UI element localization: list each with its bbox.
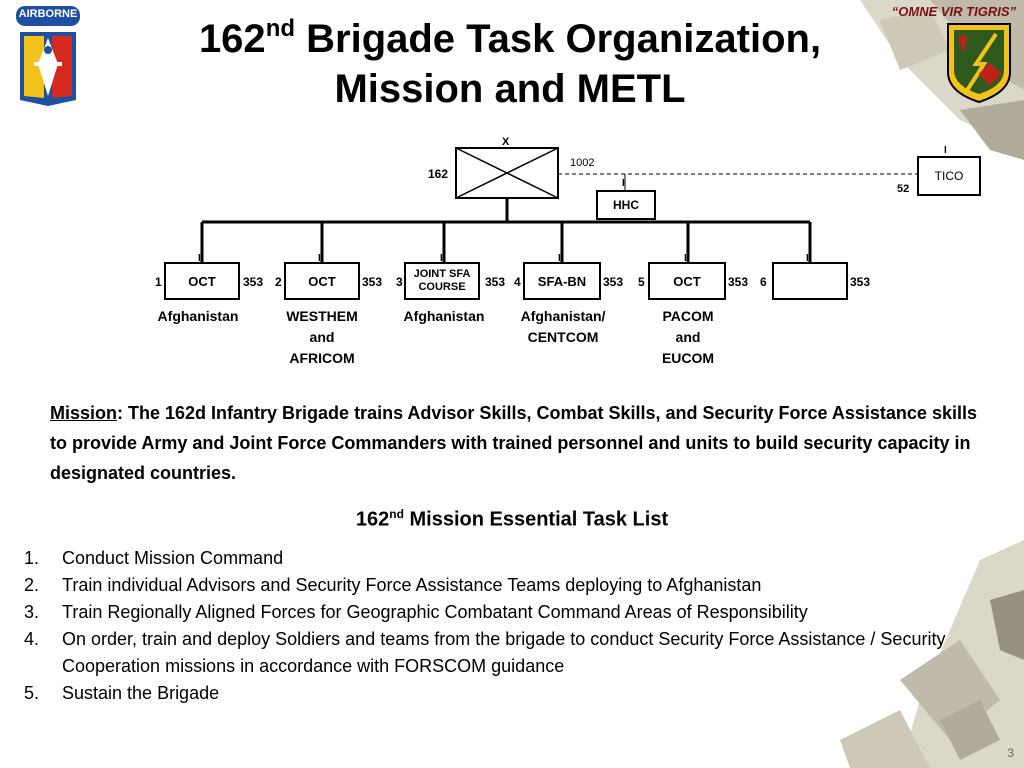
hq-number: 162 bbox=[428, 167, 449, 181]
bn-code: 353 bbox=[603, 275, 624, 289]
org-chart-lines bbox=[200, 147, 918, 291]
bn-box-empty bbox=[772, 262, 848, 300]
mission-statement: Mission: The 162d Infantry Brigade train… bbox=[50, 398, 990, 488]
airborne-patch-icon bbox=[16, 6, 80, 106]
page-number: 3 bbox=[1007, 746, 1014, 760]
list-item: 5.Sustain the Brigade bbox=[24, 683, 220, 703]
page-title: 162nd Brigade Task Organization, Mission… bbox=[198, 14, 822, 111]
bn-code: 353 bbox=[728, 275, 749, 289]
bn-code: 353 bbox=[362, 275, 383, 289]
bn-index: 2 bbox=[275, 275, 282, 289]
bn-box-joint-sfa-course: JOINT SFA COURSE bbox=[404, 262, 480, 300]
attached-label: 1002 bbox=[570, 157, 595, 169]
hq-echelon: X bbox=[502, 136, 510, 148]
bn-box-sfa-bn: SFA-BN bbox=[523, 262, 601, 300]
metl-task-list: 1.Conduct Mission Command 2.Train indivi… bbox=[24, 545, 1024, 707]
bn-area: Afghanistan bbox=[157, 308, 239, 324]
mission-label: Mission bbox=[50, 403, 118, 423]
bn-echelon: II bbox=[684, 253, 690, 264]
bn-box-oct: OCT bbox=[284, 262, 360, 300]
mission-text: : The 162d Infantry Brigade trains Advis… bbox=[50, 403, 977, 483]
hhc-echelon: I bbox=[622, 178, 625, 189]
bn-box-oct: OCT bbox=[648, 262, 726, 300]
list-item: 3.Train Regionally Aligned Forces for Ge… bbox=[24, 602, 808, 622]
bn-index: 6 bbox=[760, 275, 767, 289]
bn-echelon: II bbox=[440, 253, 446, 264]
bn-echelon: II bbox=[558, 253, 564, 264]
tico-number: 52 bbox=[897, 183, 910, 195]
bn-echelon: II bbox=[318, 253, 324, 264]
tico-echelon: I bbox=[944, 145, 947, 156]
bn-index: 1 bbox=[155, 275, 162, 289]
hhc-box: HHC bbox=[596, 190, 656, 220]
bn-index: 5 bbox=[638, 275, 645, 289]
bn-area: Afghanistan/CENTCOM bbox=[520, 308, 606, 345]
airborne-tab-label: AIRBORNE bbox=[18, 8, 78, 20]
bn-code: 353 bbox=[243, 275, 264, 289]
list-item: 1.Conduct Mission Command bbox=[24, 548, 284, 568]
bn-code: 353 bbox=[850, 275, 871, 289]
bn-index: 3 bbox=[396, 275, 403, 289]
metl-title: 162nd Mission Essential Task List bbox=[355, 507, 669, 531]
tico-box: TICO bbox=[917, 156, 981, 196]
bn-echelon: II bbox=[198, 253, 204, 264]
bn-index: 4 bbox=[514, 275, 521, 289]
bn-echelon: II bbox=[806, 253, 812, 264]
unit-motto: “OMNE VIR TIGRIS” bbox=[891, 4, 1016, 19]
brigade-patch-icon bbox=[947, 23, 1011, 104]
bn-area: Afghanistan bbox=[403, 308, 485, 324]
list-item: 2.Train individual Advisors and Security… bbox=[24, 575, 762, 595]
bn-box-oct: OCT bbox=[164, 262, 240, 300]
bn-code: 353 bbox=[485, 275, 506, 289]
list-item: 4.On order, train and deploy Soldiers an… bbox=[24, 629, 946, 676]
